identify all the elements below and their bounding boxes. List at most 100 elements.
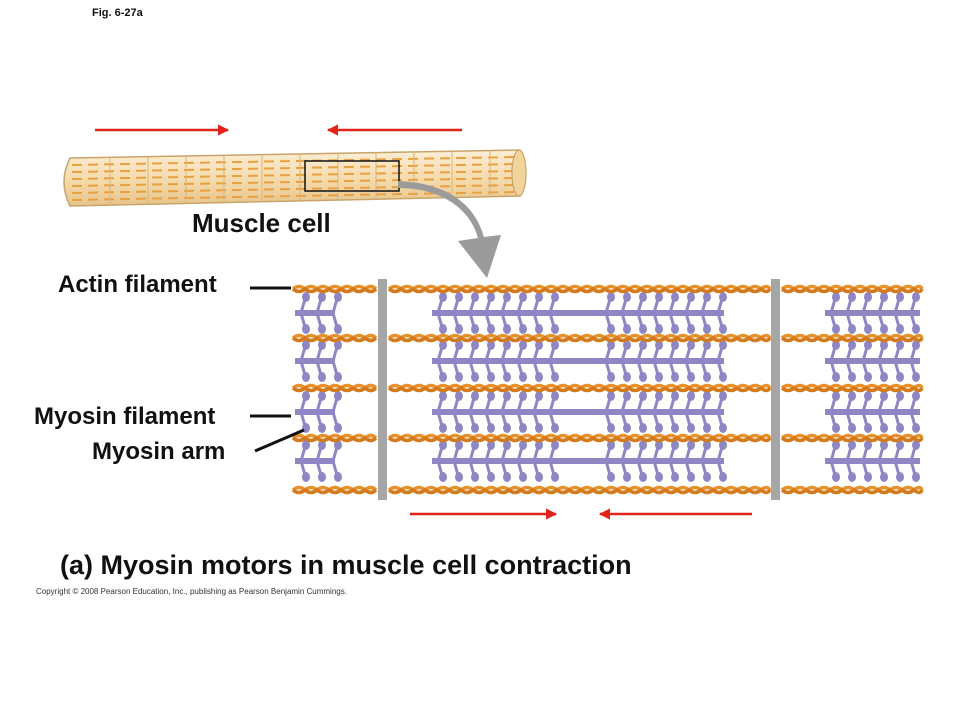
actin-filament [387,435,772,443]
myosin-head [487,324,495,334]
myosin-head [439,391,447,401]
myosin-head [639,292,647,302]
myosin-filament-label: Myosin filament [34,403,216,430]
myosin-head [703,292,711,302]
myosin-head [848,372,856,382]
myosin-head [639,423,647,433]
myosin-head [302,472,310,482]
myosin-head [687,472,695,482]
myosin-head [302,292,310,302]
figure-number: Fig. 6-27a [92,7,143,19]
myosin-head [302,372,310,382]
myosin-head [655,340,663,350]
myosin-head [639,324,647,334]
myosin-head [487,472,495,482]
myosin-head [439,324,447,334]
myosin-head [639,372,647,382]
myosin-filament [432,409,724,415]
myosin-head [671,292,679,302]
myosin-head [896,472,904,482]
myosin-head [848,292,856,302]
myosin-head [864,440,872,450]
z-disc-right [771,279,780,500]
myosin-head [551,423,559,433]
myosin-head [623,324,631,334]
myosin-head [535,391,543,401]
myosin-head [471,423,479,433]
myosin-head [671,391,679,401]
myosin-head [535,423,543,433]
myosin-head [639,440,647,450]
myosin-head [455,292,463,302]
myosin-head [439,292,447,302]
myosin-head [912,423,920,433]
myosin-head [848,472,856,482]
myosin-head [671,324,679,334]
myosin-head [551,292,559,302]
myosin-head [334,340,342,350]
myosin-head [503,372,511,382]
myosin-filament [825,310,920,316]
myosin-head [912,324,920,334]
myosin-head [880,324,888,334]
myosin-head [334,423,342,433]
myosin-filament [295,310,335,316]
myosin-head [487,440,495,450]
myosin-head [703,472,711,482]
myosin-head [535,472,543,482]
myosin-head [832,372,840,382]
actin-filament [387,385,772,393]
myosin-head [519,391,527,401]
myosin-head [535,292,543,302]
myosin-head [912,292,920,302]
myosin-head [318,472,326,482]
myosin-head [623,440,631,450]
myosin-head [455,440,463,450]
myosin-head [607,472,615,482]
myosin-head [671,340,679,350]
myosin-head [607,423,615,433]
actin-filament [780,435,924,443]
myosin-head [912,440,920,450]
myosin-head [471,340,479,350]
myosin-head [519,423,527,433]
myosin-head [551,472,559,482]
myosin-head [334,372,342,382]
myosin-head [503,340,511,350]
myosin-head [912,340,920,350]
myosin-head [471,292,479,302]
myosin-head [896,440,904,450]
myosin-head [912,372,920,382]
myosin-head [719,340,727,350]
myosin-head [896,423,904,433]
myosin-head [864,324,872,334]
myosin-head [455,472,463,482]
myosin-head [471,472,479,482]
myosin-head [703,372,711,382]
myosin-filament [295,358,335,364]
figure-caption: (a) Myosin motors in muscle cell contrac… [60,550,632,580]
myosin-head [439,472,447,482]
myosin-head [439,372,447,382]
myosin-head [607,324,615,334]
myosin-head [302,391,310,401]
myosin-head [719,440,727,450]
myosin-head [623,391,631,401]
myosin-head [503,423,511,433]
myosin-head [848,391,856,401]
actin-filament [291,286,378,294]
myosin-head [639,340,647,350]
myosin-head [864,340,872,350]
myosin-head [864,423,872,433]
muscle-cell-label: Muscle cell [192,208,331,238]
myosin-head [687,324,695,334]
myosin-head [551,372,559,382]
myosin-head [719,391,727,401]
actin-filament [291,487,378,495]
myosin-filament [432,358,724,364]
cell-myofibril-stripe [71,163,517,173]
myosin-head [551,440,559,450]
myosin-head [864,391,872,401]
myosin-head [639,472,647,482]
myosin-head [318,423,326,433]
